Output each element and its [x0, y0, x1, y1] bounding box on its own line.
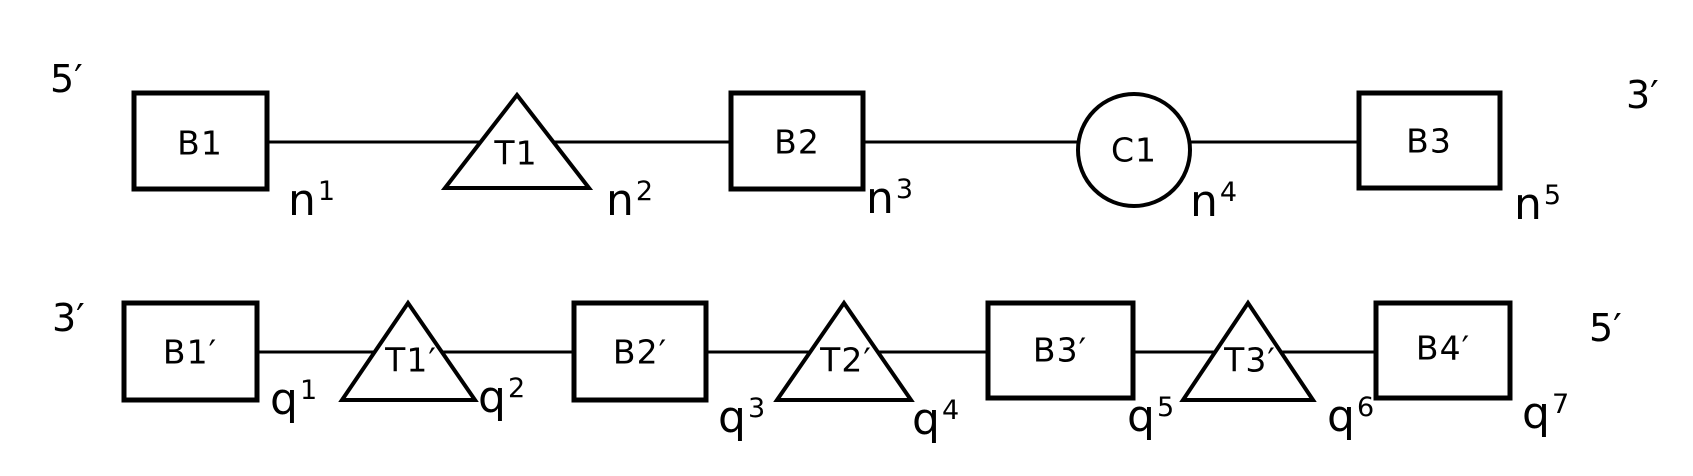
top-strand-3prime-label: 3′	[1626, 73, 1659, 117]
junction-sup: 3	[895, 174, 914, 205]
bottom-node-b2p-box	[571, 300, 709, 403]
junction-sup: 1	[317, 176, 336, 207]
bottom-junction-q1: q1	[270, 375, 318, 422]
junction-base: q	[270, 374, 298, 425]
top-node-b3-box	[1356, 90, 1503, 191]
top-node-b1-label: B1	[177, 123, 223, 163]
bottom-node-b4p-box	[1373, 300, 1513, 401]
bottom-node-b3p-box	[985, 300, 1136, 401]
junction-sup: 1	[299, 375, 318, 406]
junction-base: n	[606, 175, 634, 226]
bottom-node-t1p-label: T1′	[385, 340, 437, 380]
top-node-t1-label: T1	[494, 133, 538, 173]
top-node-b2-box	[728, 90, 866, 192]
top-strand-5prime-label: 5′	[50, 57, 83, 101]
bottom-node-t2p-triangle	[773, 299, 915, 402]
top-junction-n2: n2	[606, 176, 654, 223]
junction-sup: 4	[941, 395, 960, 426]
bottom-junction-q3: q3	[718, 393, 766, 440]
top-node-c1-circle	[1076, 92, 1192, 208]
bottom-node-t1p-triangle	[338, 299, 479, 402]
junction-base: q	[718, 392, 746, 443]
junction-base: q	[1327, 391, 1355, 442]
bottom-junction-q4: q4	[912, 395, 960, 442]
top-node-c1-label: C1	[1110, 130, 1158, 170]
top-node-b3-label: B3	[1406, 121, 1452, 161]
junction-base: q	[912, 394, 940, 445]
bottom-node-b3p-label: B3′	[1032, 330, 1088, 370]
bottom-strand-3prime-label: 3′	[52, 296, 85, 340]
top-node-b1-box	[131, 90, 270, 192]
junction-base: q	[1522, 388, 1550, 439]
top-node-b2-label: B2	[774, 122, 820, 162]
junction-sup: 2	[635, 176, 654, 207]
bottom-node-b2p-label: B2′	[612, 332, 668, 372]
junction-base: n	[1190, 176, 1218, 227]
bottom-node-t3p-label: T3′	[1224, 340, 1276, 380]
junction-sup: 3	[747, 393, 766, 424]
bottom-node-t2p-label: T2′	[820, 340, 872, 380]
bottom-strand-5prime-label: 5′	[1589, 306, 1622, 350]
bottom-junction-q2: q2	[478, 373, 526, 420]
top-node-t1-triangle	[440, 91, 594, 190]
junction-base: q	[1127, 391, 1155, 442]
bottom-junction-q7: q7	[1522, 389, 1570, 436]
junction-sup: 5	[1156, 392, 1175, 423]
top-junction-n3: n3	[866, 174, 914, 221]
junction-base: n	[288, 175, 316, 226]
junction-base: q	[478, 372, 506, 423]
top-junction-n5: n5	[1514, 180, 1562, 227]
junction-sup: 7	[1551, 389, 1570, 420]
junction-sup: 5	[1543, 180, 1562, 211]
bottom-junction-q5: q5	[1127, 392, 1175, 439]
junction-sup: 4	[1219, 177, 1238, 208]
bottom-node-b1p-label: B1′	[162, 332, 218, 372]
junction-sup: 2	[507, 373, 526, 404]
bottom-node-b1p-box	[121, 300, 260, 403]
junction-base: n	[1514, 179, 1542, 230]
junction-base: n	[866, 173, 894, 224]
bottom-node-t3p-triangle	[1179, 299, 1317, 402]
junction-sup: 6	[1356, 392, 1375, 423]
top-junction-n4: n4	[1190, 177, 1238, 224]
bottom-junction-q6: q6	[1327, 392, 1375, 439]
top-junction-n1: n1	[288, 176, 336, 223]
bottom-node-b4p-label: B4′	[1415, 328, 1471, 368]
